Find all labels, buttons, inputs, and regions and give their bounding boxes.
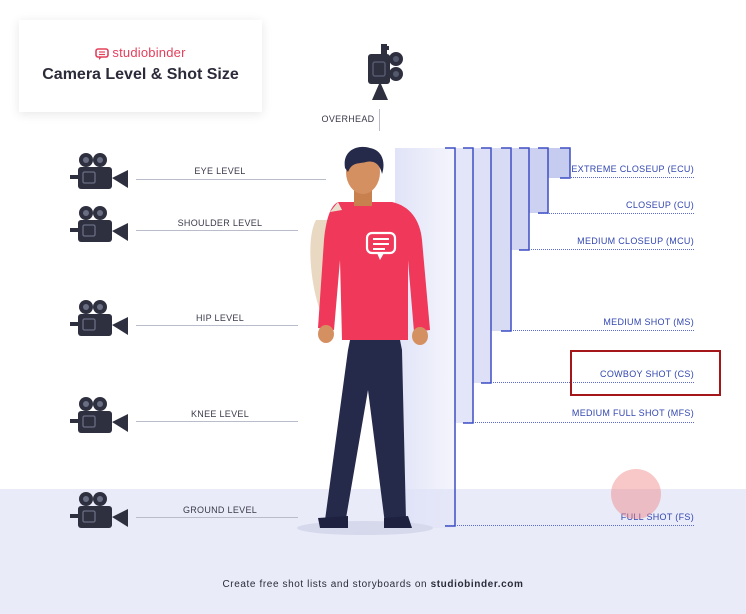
shot-label-cs: COWBOY SHOT (CS) bbox=[600, 369, 694, 379]
bracket-cs bbox=[481, 147, 492, 384]
ground-level-label: GROUND LEVEL bbox=[182, 505, 258, 515]
shot-line-mcu bbox=[519, 249, 694, 250]
overhead-camera-icon bbox=[368, 44, 403, 100]
footer-prefix: Create free shot lists and storyboards o… bbox=[222, 579, 431, 590]
page-title: Camera Level & Shot Size bbox=[42, 66, 239, 83]
shot-line-fs bbox=[445, 525, 694, 526]
shot-line-cs bbox=[481, 382, 694, 383]
frame-area-ms bbox=[491, 148, 511, 331]
shot-line-cu bbox=[538, 213, 694, 214]
knee-level-line bbox=[136, 421, 298, 422]
shot-label-mcu: MEDIUM CLOSEUP (MCU) bbox=[577, 236, 694, 246]
eye-level-label: EYE LEVEL bbox=[194, 166, 246, 176]
eye-level-line bbox=[136, 179, 326, 180]
hip-level-camera-icon bbox=[70, 300, 128, 336]
footer-link[interactable]: studiobinder.com bbox=[430, 579, 524, 590]
frame-area-mfs bbox=[455, 148, 473, 423]
bracket-fs bbox=[445, 147, 456, 527]
hip-level-label: HIP LEVEL bbox=[195, 313, 245, 323]
hip-level-line bbox=[136, 325, 298, 326]
eye-level-camera-icon bbox=[70, 153, 128, 189]
cursor-indicator bbox=[611, 469, 661, 519]
footer-text: Create free shot lists and storyboards o… bbox=[0, 579, 746, 590]
overhead-label: OVERHEAD bbox=[321, 114, 375, 124]
bracket-ms bbox=[501, 147, 512, 332]
shot-line-ecu bbox=[560, 177, 694, 178]
shot-label-cu: CLOSEUP (CU) bbox=[626, 200, 694, 210]
knee-level-label: KNEE LEVEL bbox=[190, 409, 250, 419]
shot-label-mfs: MEDIUM FULL SHOT (MFS) bbox=[571, 408, 694, 418]
frame-area-mcu bbox=[511, 148, 529, 250]
shot-label-fs: FULL SHOT (FS) bbox=[620, 512, 694, 522]
frame-area-ecu bbox=[548, 148, 570, 178]
bracket-mfs bbox=[463, 147, 474, 424]
shot-line-ms bbox=[501, 330, 694, 331]
bracket-mcu bbox=[519, 147, 530, 251]
ground-level-line bbox=[136, 517, 298, 518]
shot-label-ms: MEDIUM SHOT (MS) bbox=[603, 317, 694, 327]
shot-line-mfs bbox=[463, 422, 694, 423]
title-card: studiobinder Camera Level & Shot Size bbox=[19, 20, 262, 112]
frame-area-cu bbox=[529, 148, 548, 213]
knee-level-camera-icon bbox=[70, 397, 128, 433]
overhead-line bbox=[379, 109, 380, 131]
brand-logo: studiobinder bbox=[19, 45, 262, 60]
brand-name: studiobinder bbox=[112, 45, 186, 60]
frame-area-cs bbox=[473, 148, 491, 383]
bracket-ecu bbox=[560, 147, 571, 179]
shot-label-ecu: EXTREME CLOSEUP (ECU) bbox=[571, 164, 694, 174]
person-figure bbox=[297, 146, 433, 535]
chat-bubble-icon bbox=[365, 231, 397, 260]
shoulder-level-label: SHOULDER LEVEL bbox=[177, 218, 263, 228]
shoulder-level-camera-icon bbox=[70, 206, 128, 242]
studiobinder-logo-icon bbox=[95, 48, 110, 60]
shoulder-level-line bbox=[136, 230, 298, 231]
floor-band bbox=[0, 489, 746, 614]
highlight-box-cowboy-shot bbox=[570, 350, 721, 396]
ground-level-camera-icon bbox=[70, 492, 128, 528]
